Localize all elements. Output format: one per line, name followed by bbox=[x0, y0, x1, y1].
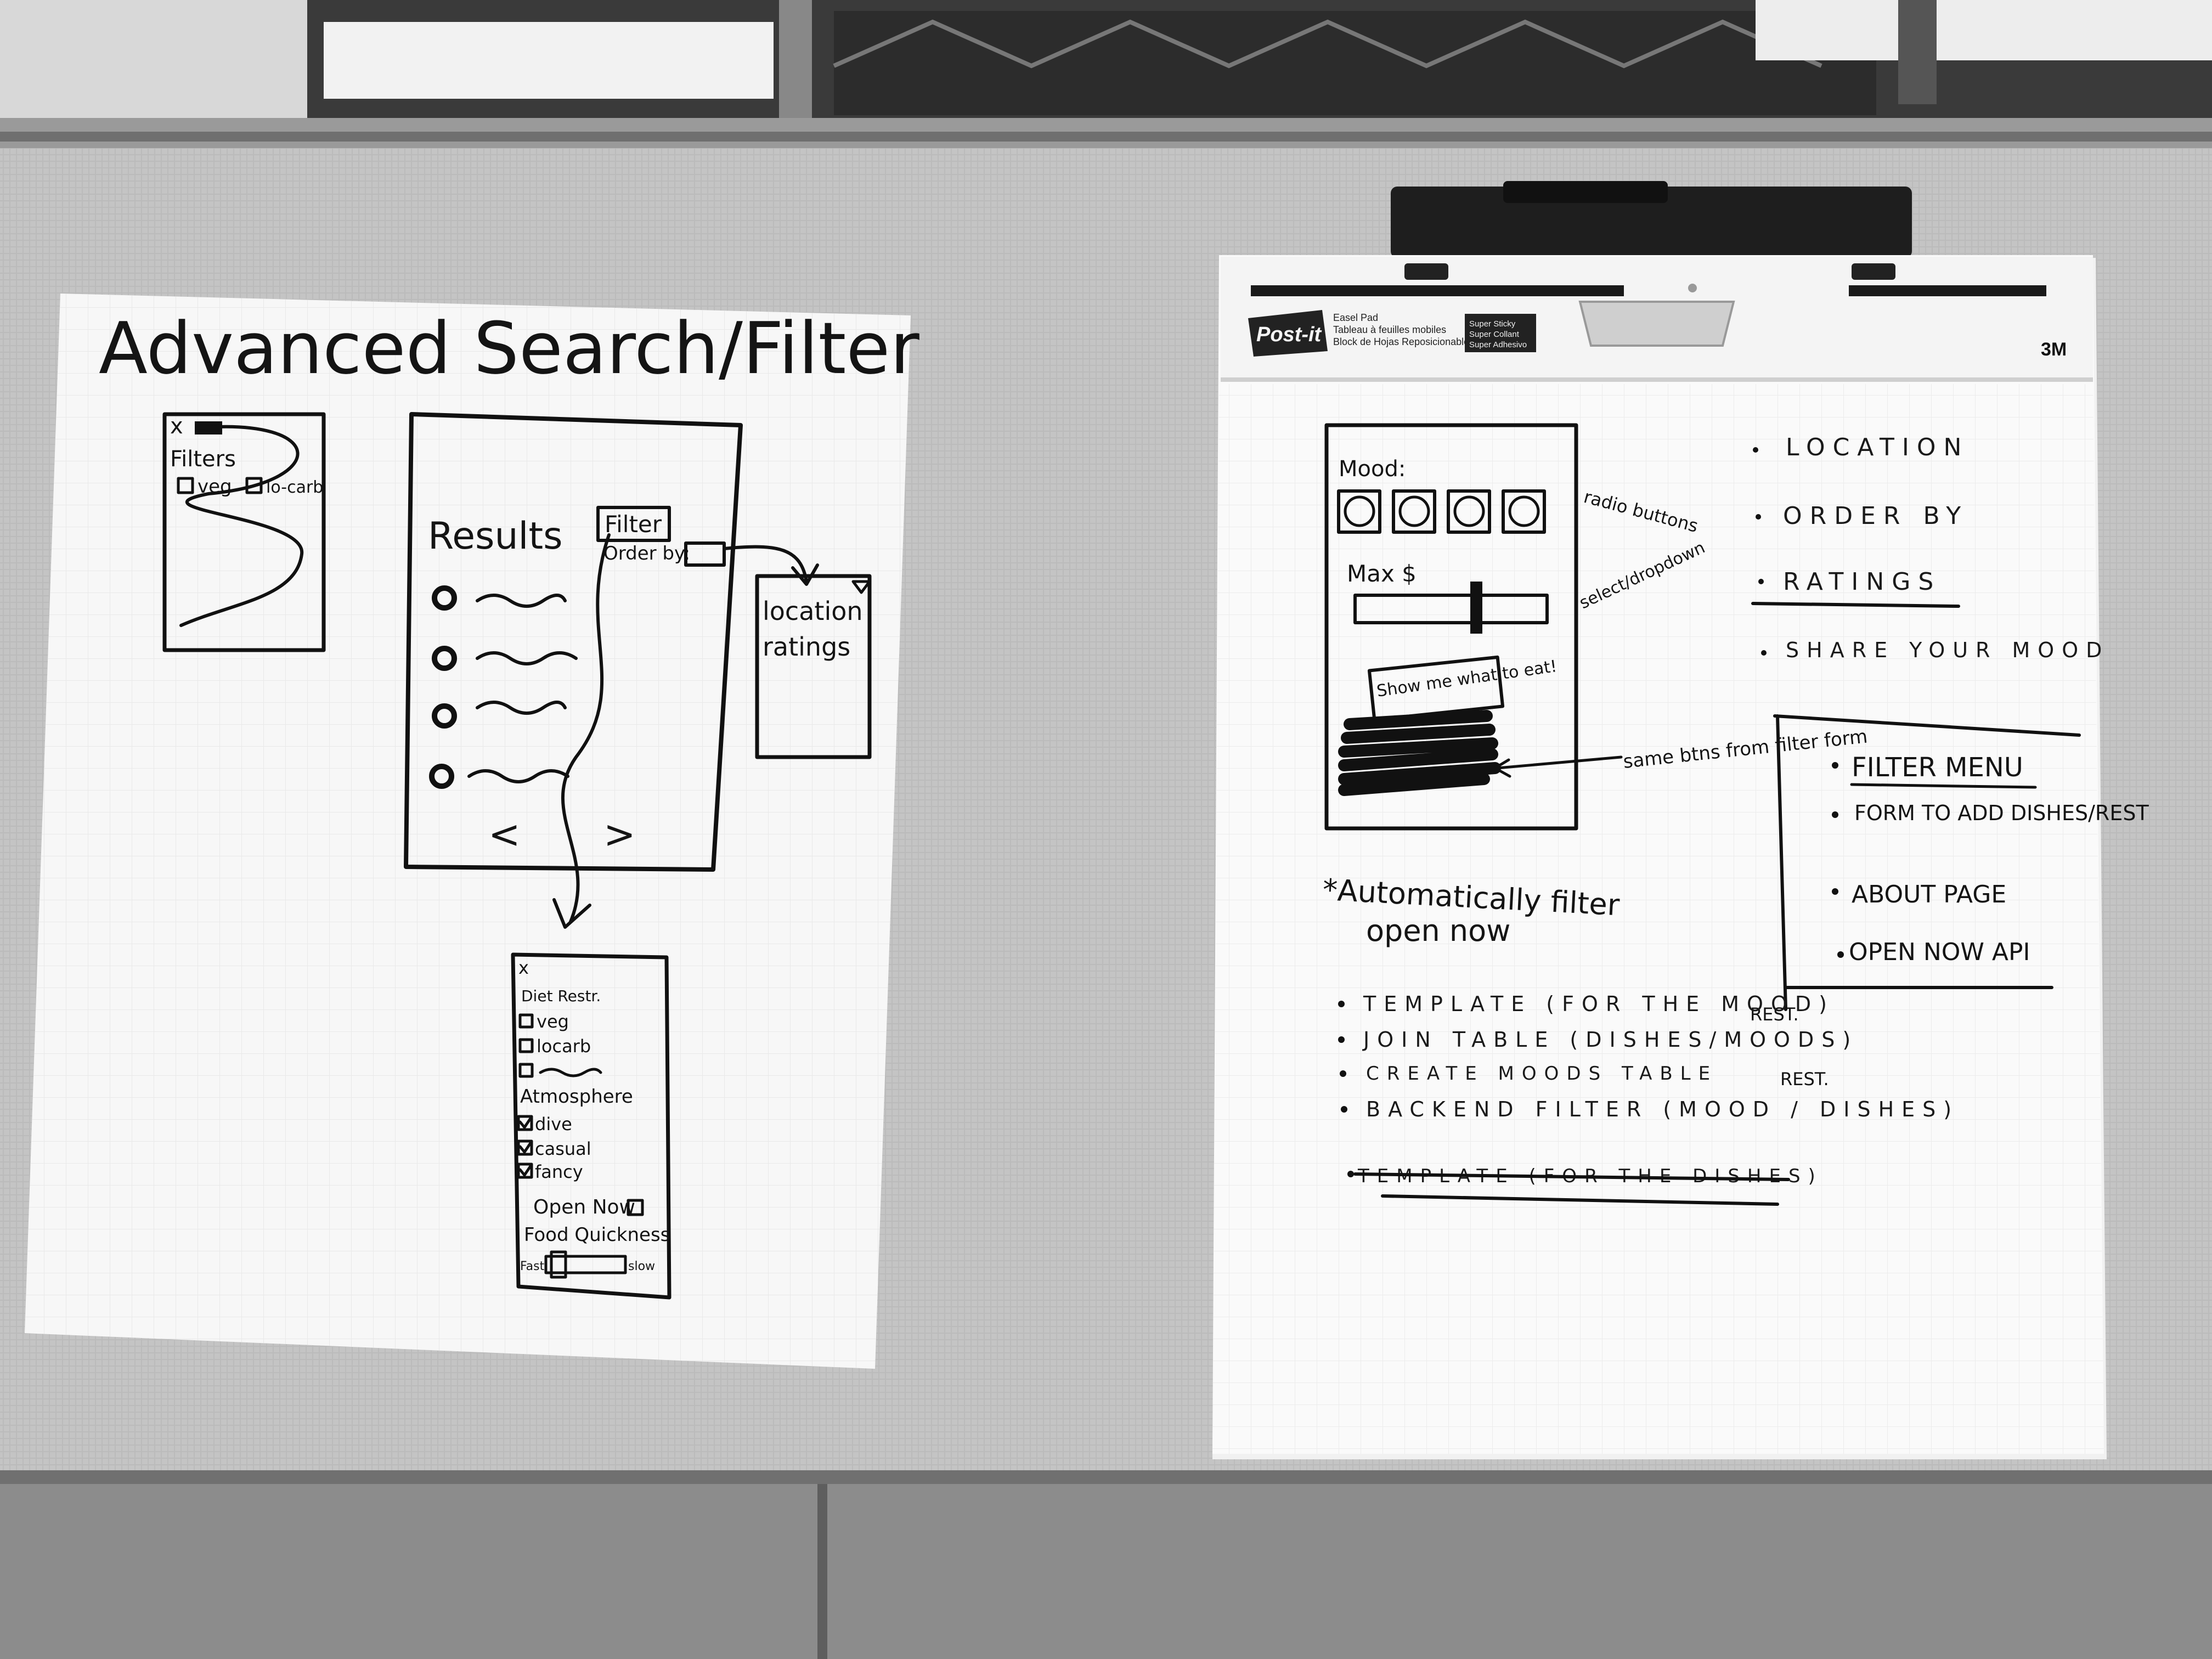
post-it-logo: Post-it bbox=[1248, 310, 1328, 357]
next-page-arrow: > bbox=[603, 812, 636, 857]
boxed-todo-list: FILTER MENU FORM TO ADD DISHES/REST ABOU… bbox=[1773, 714, 2149, 1011]
order-by-label: Order by: bbox=[603, 543, 690, 565]
left-flipchart-sheet: Advanced Search/Filter x Filters veg lo-… bbox=[25, 294, 919, 1369]
todo-join-table: JOIN TABLE (DISHES/MOODS) bbox=[1362, 1028, 1858, 1052]
atmosphere-option-casual: casual bbox=[535, 1138, 591, 1159]
slider-max-label: slow bbox=[628, 1260, 655, 1273]
box-item-form: FORM TO ADD DISHES/REST bbox=[1854, 801, 2149, 825]
small-filter-mock: x Filters veg lo-carb bbox=[162, 412, 326, 652]
sticky-line3: Super Adhesivo bbox=[1469, 340, 1527, 349]
feature-location: LOCATION bbox=[1786, 433, 1969, 461]
filter-button-label: Filter bbox=[605, 511, 662, 538]
maker-logo: 3M bbox=[2041, 339, 2067, 360]
slider-min-label: Fast bbox=[520, 1260, 545, 1273]
todo-list: REST. TEMPLATE (FOR THE MOOD) JOIN TABLE… bbox=[1338, 992, 1959, 1206]
easel-clip bbox=[1391, 187, 1912, 258]
small-mock-close: x bbox=[170, 414, 183, 439]
food-quickness-heading: Food Quickness bbox=[524, 1224, 670, 1246]
dropdown-option-location: location bbox=[763, 596, 863, 626]
pad-label-line3: Block de Hojas Reposicionables bbox=[1333, 336, 1474, 347]
atmosphere-heading: Atmosphere bbox=[520, 1086, 633, 1108]
feature-order-by: ORDER BY bbox=[1783, 502, 1968, 530]
results-mock: Results Filter Order by: < > bbox=[404, 412, 819, 929]
max-price-label: Max $ bbox=[1347, 560, 1417, 587]
rest-note-2: REST. bbox=[1780, 1069, 1829, 1090]
result-rows bbox=[429, 585, 578, 789]
diet-option-veg: veg bbox=[537, 1011, 569, 1032]
filter-panel-close: x bbox=[518, 957, 529, 978]
diet-option-locarb: locarb bbox=[537, 1036, 591, 1057]
left-sheet-title: Advanced Search/Filter bbox=[99, 307, 919, 390]
pad-label-line1: Easel Pad bbox=[1333, 312, 1378, 323]
box-item-open-now-api: OPEN NOW API bbox=[1849, 938, 2030, 966]
order-dropdown-mock: location ratings bbox=[755, 574, 872, 759]
small-mock-option-locarb: lo-carb bbox=[266, 478, 323, 497]
sticky-line2: Super Collant bbox=[1469, 330, 1520, 339]
feature-ratings: RATINGS bbox=[1783, 568, 1941, 596]
diet-heading: Diet Restr. bbox=[521, 987, 601, 1005]
atmosphere-option-fancy: fancy bbox=[535, 1161, 583, 1182]
sticky-line1: Super Sticky bbox=[1469, 319, 1516, 329]
feature-share-mood: SHARE YOUR MOOD bbox=[1786, 638, 2109, 662]
filter-panel-mock: x Diet Restr. veg locarb Atmosphere dive… bbox=[511, 952, 672, 1300]
mood-radio-buttons bbox=[1337, 489, 1546, 534]
mood-label: Mood: bbox=[1339, 456, 1406, 482]
ceiling-window bbox=[0, 0, 2212, 151]
prev-page-arrow: < bbox=[488, 812, 521, 857]
brand-text: Post-it bbox=[1256, 323, 1322, 346]
dropdown-option-ratings: ratings bbox=[763, 632, 850, 662]
todo-template-mood: TEMPLATE (FOR THE MOOD) bbox=[1363, 992, 1835, 1016]
feature-list: LOCATION ORDER BY RATINGS SHARE YOUR MOO… bbox=[1751, 433, 2109, 662]
results-heading: Results bbox=[428, 515, 563, 558]
small-mock-heading: Filters bbox=[170, 447, 236, 472]
auto-filter-note-line2: open now bbox=[1366, 913, 1510, 948]
todo-create-moods: CREATE MOODS TABLE bbox=[1366, 1063, 1718, 1085]
rest-note-1: REST. bbox=[1750, 1004, 1799, 1025]
cubicle-base bbox=[0, 1470, 2212, 1659]
atmosphere-option-dive: dive bbox=[535, 1114, 572, 1135]
todo-backend-filter: BACKEND FILTER (MOOD / DISHES) bbox=[1366, 1097, 1959, 1121]
scribbled-buttons bbox=[1338, 710, 1501, 796]
pad-label-line2: Tableau à feuilles mobiles bbox=[1333, 324, 1446, 335]
open-now-label: Open Now bbox=[533, 1196, 635, 1218]
box-item-filter-menu: FILTER MENU bbox=[1852, 752, 2023, 783]
pad-header: Post-it Easel Pad Tableau à feuilles mob… bbox=[1221, 257, 2093, 382]
right-flipchart-pad: Post-it Easel Pad Tableau à feuilles mob… bbox=[1212, 181, 2149, 1459]
box-item-about: ABOUT PAGE bbox=[1852, 881, 2006, 909]
